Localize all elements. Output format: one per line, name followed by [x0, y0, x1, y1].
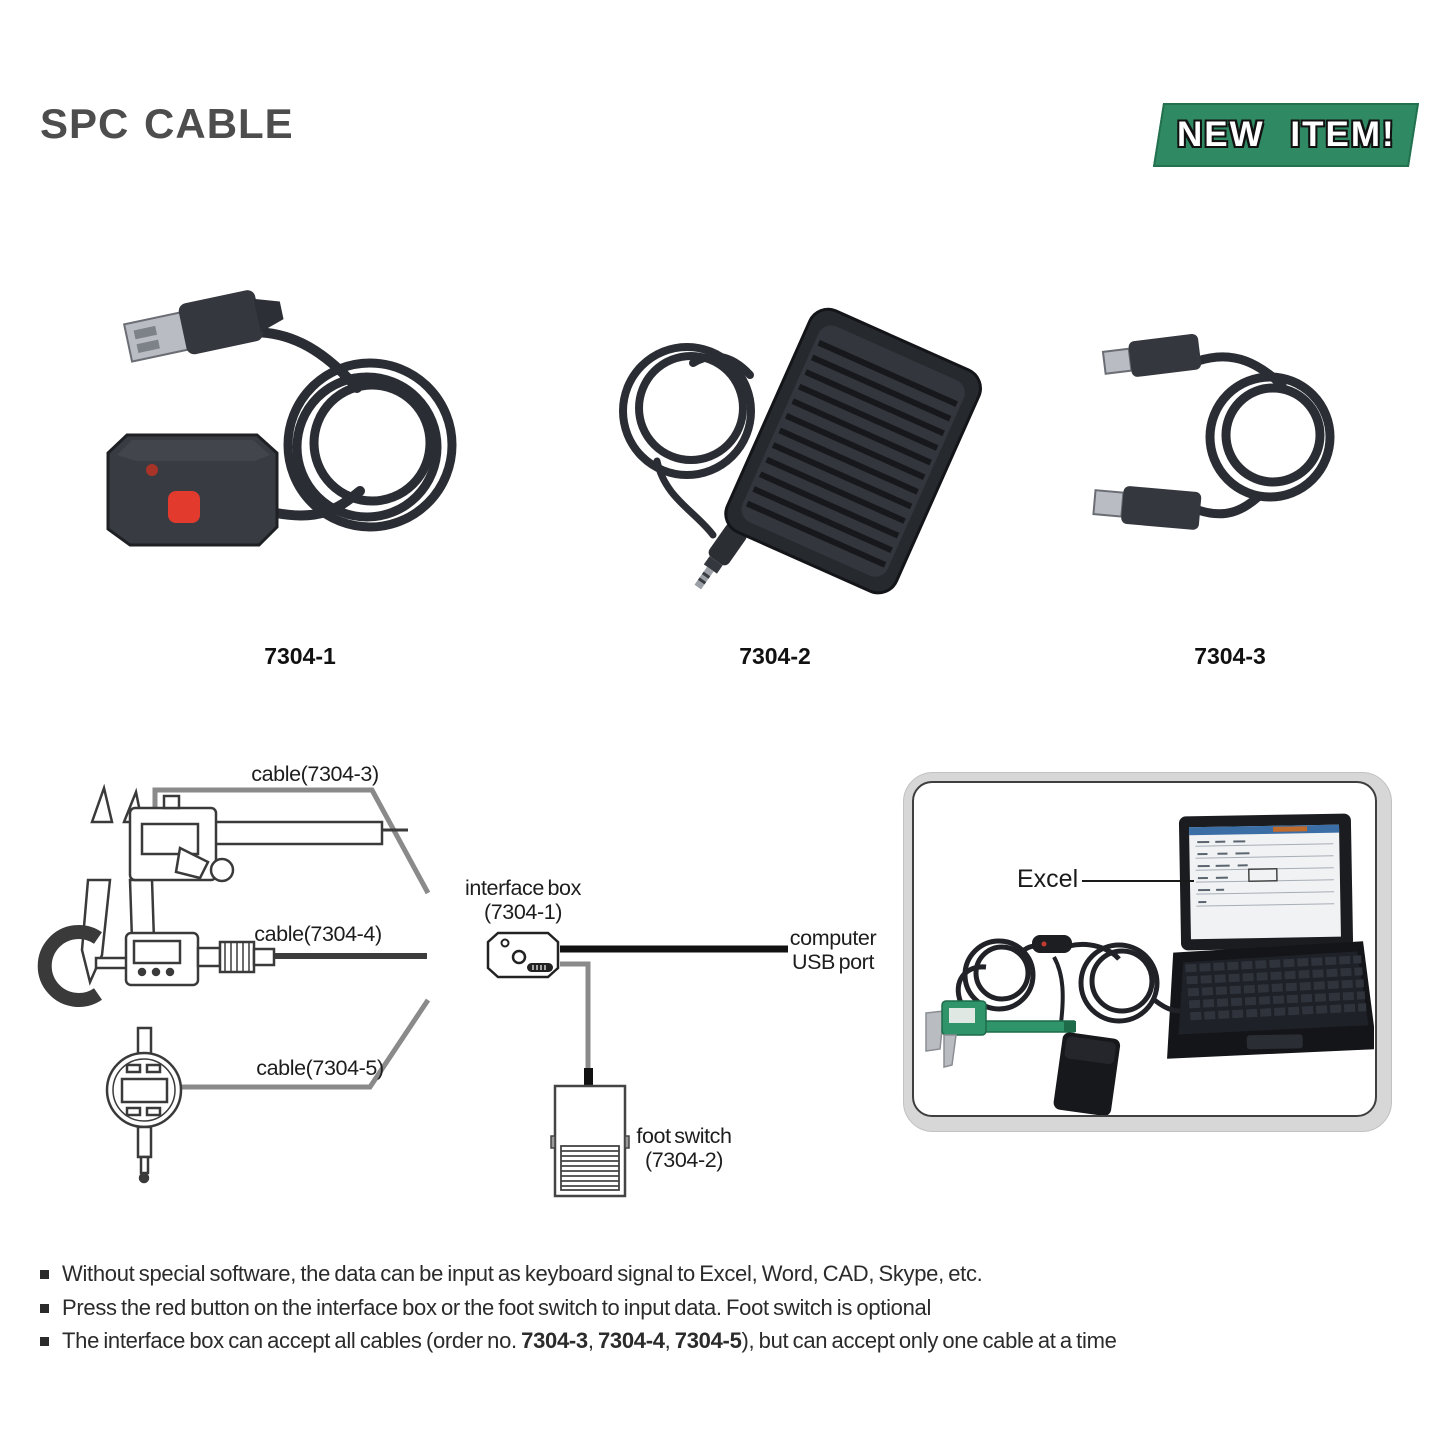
notes-list: Without special software, the data can b… [40, 1262, 1220, 1363]
product-7304-1-label: 7304-1 [264, 643, 336, 669]
interface-box-label: interface box [465, 876, 581, 900]
note-1-text: Without special software, the data can b… [62, 1261, 983, 1286]
note-3-order-1: 7304-3 [521, 1328, 588, 1354]
note-3-post: ), but can accept only one cable at a ti… [741, 1328, 1117, 1354]
connection-diagram [37, 783, 788, 1198]
computer-usb-label-line1: computer [789, 926, 877, 950]
cable-7304-4-label: cable(7304-4) [254, 922, 382, 946]
usb-a-connector [122, 290, 284, 363]
foot-switch-order-no: (7304-2) [644, 1148, 724, 1172]
note-3-sep-2: , [664, 1328, 675, 1354]
photo-interface-box [1032, 935, 1072, 953]
note-2-text: Press the red button on the interface bo… [62, 1294, 932, 1320]
note-3-text: The interface box can accept all cables … [62, 1329, 1117, 1352]
red-data-button [168, 491, 200, 523]
mini-usb-connector-bottom [1092, 486, 1202, 530]
jack-plug [694, 523, 747, 590]
note-3-sep-1: , [587, 1328, 598, 1354]
photo-caliper [925, 1000, 1076, 1068]
interface-box-order-no: (7304-1) [483, 900, 563, 924]
product-7304-3-image [1092, 333, 1335, 530]
excel-label: Excel [1017, 865, 1079, 893]
mini-usb-connector-top [1101, 333, 1202, 377]
square-bullet-icon [40, 1303, 49, 1313]
new-item-badge-label: NEW ITEM! [1176, 115, 1396, 154]
dial-indicator-drawing [105, 1026, 183, 1184]
product-7304-1-image [106, 290, 457, 547]
foot-switch-drawing [550, 1084, 630, 1198]
application-photo: Excel [912, 781, 1377, 1117]
product-7304-2-label: 7304-2 [739, 643, 811, 669]
note-2: Press the red button on the interface bo… [40, 1294, 1220, 1320]
computer-usb-label-line2: USB port [791, 950, 875, 974]
cable-7304-3-label: cable(7304-3) [251, 762, 379, 786]
product-7304-3-label: 7304-3 [1194, 643, 1266, 669]
new-item-badge: NEW ITEM! [1152, 103, 1420, 167]
foot-switch-label: foot switch [636, 1124, 732, 1148]
interface-box-drawing [486, 931, 560, 979]
note-1: Without special software, the data can b… [40, 1262, 1220, 1285]
photo-foot-pedal [1053, 1032, 1121, 1115]
pedal-body [724, 307, 982, 595]
cable-7304-5-label: cable(7304-5) [256, 1056, 384, 1080]
square-bullet-icon [40, 1337, 49, 1347]
excel-leader-line [1082, 880, 1194, 882]
square-bullet-icon [40, 1270, 49, 1279]
page-title: SPC CABLE [40, 100, 294, 147]
application-photo-panel: Excel [903, 772, 1392, 1132]
led-indicator [146, 464, 158, 476]
laptop [1167, 813, 1374, 1059]
micrometer-drawing [37, 925, 276, 1007]
product-7304-2-image [619, 307, 982, 595]
note-3-order-3: 7304-5 [674, 1328, 742, 1354]
interface-box-body [106, 433, 279, 547]
note-3-pre: The interface box can accept all cables … [62, 1328, 522, 1354]
application-photo-art [925, 813, 1374, 1115]
note-3-order-2: 7304-4 [597, 1328, 665, 1354]
note-3: The interface box can accept all cables … [40, 1329, 1220, 1352]
